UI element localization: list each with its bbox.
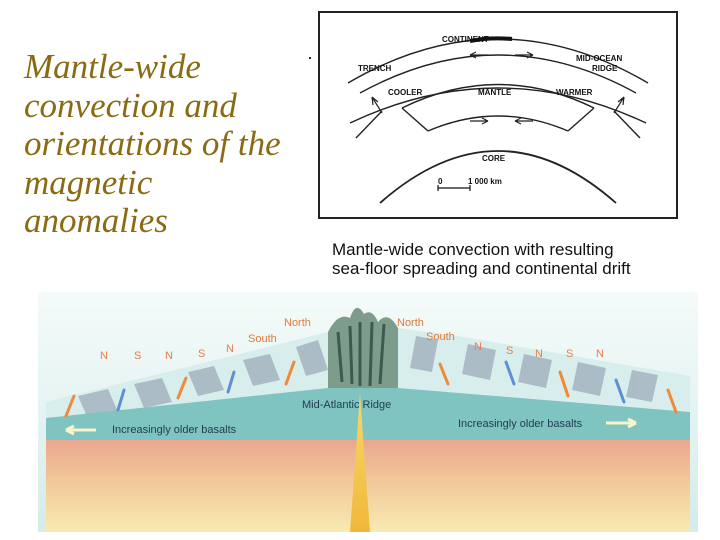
polarity-label: S	[198, 348, 205, 360]
polarity-label: S	[566, 348, 573, 360]
warmer-label: WARMER	[556, 88, 593, 97]
scale-bar	[438, 185, 470, 191]
mid-ocean-label: MID-OCEAN	[576, 54, 622, 63]
cell-right-edge	[568, 108, 594, 131]
north-label-right: North	[397, 317, 424, 329]
diagram-caption: Mantle-wide convection with resulting se…	[332, 240, 712, 278]
older-basalts-label-right: Increasingly older basalts	[458, 418, 583, 430]
flow-arrow	[470, 52, 488, 58]
title-line: anomalies	[24, 202, 304, 241]
flow-arrow	[372, 97, 382, 113]
scale-zero-label: 0	[438, 177, 443, 186]
south-label-left: South	[248, 333, 277, 345]
mantle-label: MANTLE	[478, 88, 512, 97]
cooler-label: COOLER	[388, 88, 422, 97]
polarity-label: N	[100, 350, 108, 362]
mid-atlantic-ridge-label: Mid-Atlantic Ridge	[302, 399, 391, 411]
polarity-label: N	[226, 343, 234, 355]
polarity-label: N	[165, 350, 173, 362]
north-label-left: North	[284, 317, 311, 329]
mantle-convection-diagram: CONTINENT MID-OCEAN RIDGE TRENCH COOLER …	[318, 11, 678, 219]
trench-label: TRENCH	[358, 64, 392, 73]
polarity-label: S	[506, 345, 513, 357]
convection-svg: CONTINENT MID-OCEAN RIDGE TRENCH COOLER …	[320, 13, 676, 217]
ridge-label: RIDGE	[592, 64, 618, 73]
title-line: Mantle-wide	[24, 48, 304, 87]
title-line: magnetic	[24, 164, 304, 203]
caption-line: Mantle-wide convection with resulting	[332, 240, 712, 259]
polarity-label: S	[134, 350, 141, 362]
older-basalts-label-left: Increasingly older basalts	[112, 424, 237, 436]
mid-atlantic-ridge-diagram: N S N S N N S N S N North South North So…	[38, 292, 698, 532]
slide-title: Mantle-wide convection and orientations …	[24, 48, 304, 241]
core-label: CORE	[482, 154, 506, 163]
stray-mark	[309, 57, 311, 59]
ridge-svg: N S N S N N S N S N North South North So…	[38, 292, 698, 532]
cell-inner-arc	[428, 116, 568, 131]
title-line: orientations of the	[24, 125, 304, 164]
flow-arrow	[470, 118, 488, 124]
flow-arrow	[614, 97, 624, 113]
scale-value-label: 1 000 km	[468, 177, 502, 186]
cell-left-edge	[402, 108, 428, 131]
title-line: convection and	[24, 87, 304, 126]
polarity-label: N	[535, 348, 543, 360]
caption-line: sea-floor spreading and continental drif…	[332, 259, 712, 278]
cell-flow-lines	[356, 111, 640, 138]
polarity-label: N	[596, 348, 604, 360]
continent-label: CONTINENT	[442, 35, 489, 44]
south-label-right: South	[426, 331, 455, 343]
polarity-label: N	[474, 341, 482, 353]
